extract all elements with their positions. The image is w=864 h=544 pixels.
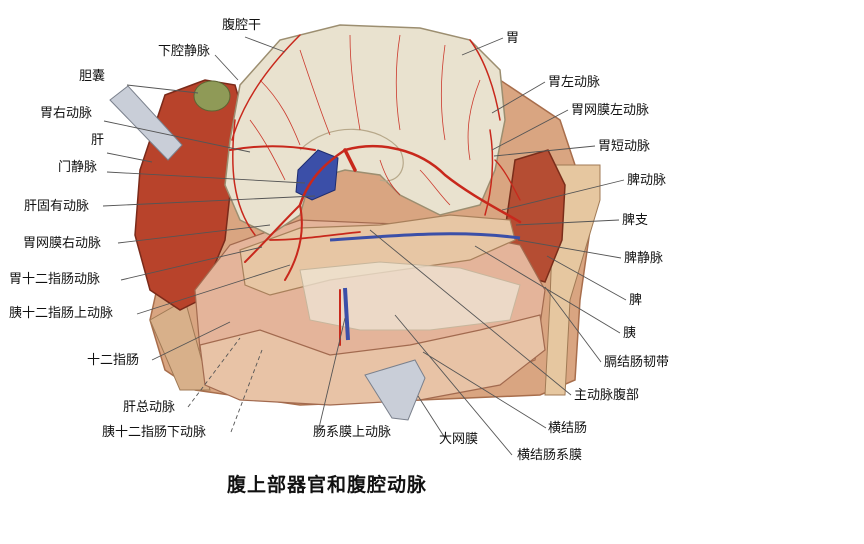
label-common-hepatic-artery: 肝总动脉 [123,400,176,415]
label-phrenicocolic-ligament: 膈结肠韧带 [604,355,670,370]
label-inferior-vena-cava: 下腔静脉 [158,44,211,59]
label-transverse-mesocolon: 横结肠系膜 [517,448,583,463]
label-greater-omentum: 大网膜 [439,432,479,447]
label-gallbladder: 胆囊 [79,69,106,84]
label-portal-vein: 门静脉 [58,160,98,175]
label-short-gastric-arteries: 胃短动脉 [598,139,651,154]
left-body-wall [149,299,211,391]
label-right-gastroepiploic-artery: 胃网膜右动脉 [23,236,102,251]
gastric-branches [249,34,481,206]
leader-lines [102,36,627,456]
label-transverse-colon: 横结肠 [548,421,588,436]
figure-title-text: 腹上部器官和腹腔动脉 [226,474,427,496]
superior-mesenteric-vein [343,287,350,341]
arterial-tree [229,34,522,346]
label-liver: 肝 [91,133,105,148]
label-celiac-trunk: 腹腔干 [222,18,262,33]
label-gastroduodenal-artery: 胃十二指肠动脉 [9,272,101,287]
figure-title: 腹上部器官和腹腔动脉 [0,470,864,497]
label-superior-mesenteric-artery: 肠系膜上动脉 [313,425,392,440]
stomach-lesser-curvature [299,128,404,182]
label-abdominal-aorta: 主动脉腹部 [574,388,640,403]
label-inferior-pancreaticoduodenal-artery: 胰十二指肠下动脉 [102,425,207,440]
retractor-left [109,85,183,161]
label-superior-pancreaticoduodenal-artery: 胰十二指肠上动脉 [9,306,114,321]
label-duodenum: 十二指肠 [87,353,140,368]
transverse-colon [199,314,546,406]
retractor-bottom [364,359,426,421]
label-left-gastroepiploic-artery: 胃网膜左动脉 [571,103,650,118]
label-splenic-branch: 脾支 [622,213,649,228]
splenic-vein-vessel [329,232,521,242]
label-proper-hepatic-artery: 肝固有动脉 [24,199,90,214]
label-stomach: 胃 [506,31,520,46]
label-right-gastric-artery: 胃右动脉 [40,106,93,121]
greater-omentum [299,261,521,331]
gallbladder [193,80,231,112]
label-left-gastric-artery: 胃左动脉 [548,75,601,90]
label-splenic-vein: 脾静脉 [624,251,664,266]
label-pancreas: 胰 [623,326,637,341]
label-spleen: 脾 [629,293,643,308]
label-splenic-artery: 脾动脉 [627,173,667,188]
